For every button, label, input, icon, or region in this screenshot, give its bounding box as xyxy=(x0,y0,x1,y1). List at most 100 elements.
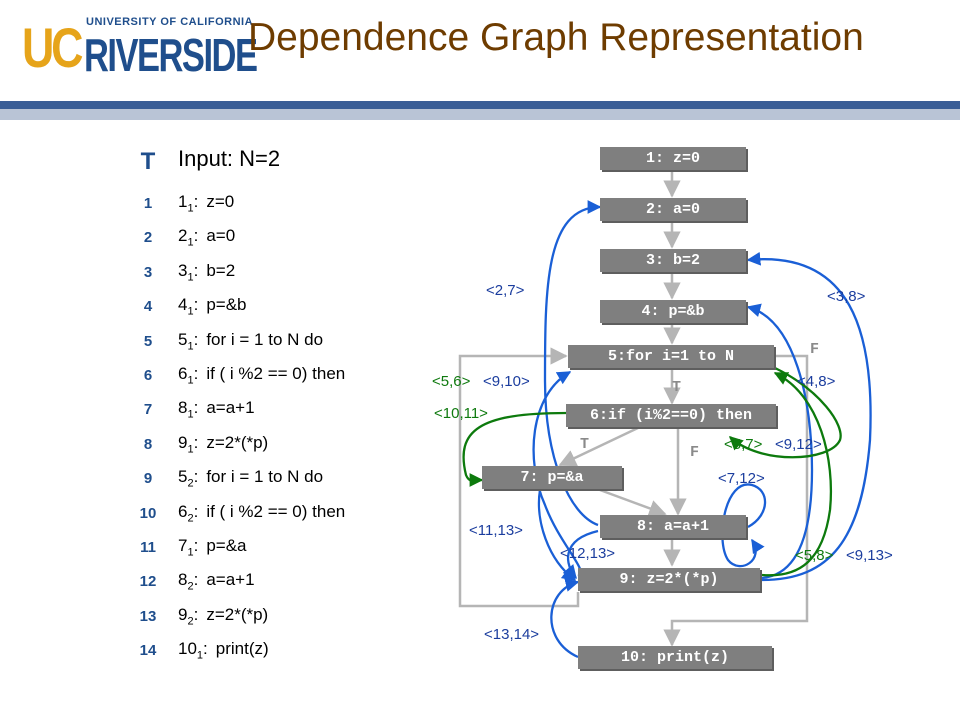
edge-label: <11,13> xyxy=(469,522,523,539)
control-dep-edge-5-8 xyxy=(761,371,833,577)
statement-code: a=0 xyxy=(206,226,236,246)
edge-label: <12,13> xyxy=(560,545,616,562)
edge-label: <2,7> xyxy=(486,282,525,299)
statement-number: 10 xyxy=(178,639,197,659)
trace-step: 91:z=2*(*p) xyxy=(178,432,269,456)
statement-number: 8 xyxy=(178,570,188,590)
branch-label-true-6-7: T xyxy=(580,436,590,453)
graph-node-4: 4: p=&b xyxy=(600,300,746,323)
control-edge-5-10-false xyxy=(663,354,809,647)
instance-subscript: 2 xyxy=(187,615,194,628)
statement-number: 8 xyxy=(178,398,188,418)
trace-step: 21:a=0 xyxy=(178,226,236,249)
time-step-number: 12 xyxy=(139,573,157,591)
statement-code: a=a+1 xyxy=(206,398,255,418)
statement-code: z=2*(*p) xyxy=(206,432,269,452)
statement-code: for i = 1 to N do xyxy=(206,329,324,349)
trace-step: 11:z=0 xyxy=(178,192,235,215)
trace-step: 31:b=2 xyxy=(178,260,236,284)
instance-subscript: 1 xyxy=(187,236,194,249)
time-step-number: 2 xyxy=(143,229,153,247)
trace-step: 101:print(z) xyxy=(178,639,269,662)
data-edge-3-9 xyxy=(746,251,872,582)
edge-label: <9,12> xyxy=(775,436,822,453)
data-edge-9-10 xyxy=(550,578,580,659)
statement-number: 9 xyxy=(178,432,188,452)
statement-code: print(z) xyxy=(215,639,269,659)
trace-step: 82:a=a+1 xyxy=(178,570,255,593)
instance-subscript: 1 xyxy=(187,546,194,559)
time-step-number: 5 xyxy=(143,332,153,350)
graph-node-9: 9: z=2*(*p) xyxy=(578,568,760,591)
edge-label: <5,6> xyxy=(432,373,471,390)
time-step-number: 10 xyxy=(139,504,157,522)
data-edge-9-6-loop xyxy=(532,371,582,578)
instance-subscript: 2 xyxy=(187,511,194,524)
trace-step: 92:z=2*(*p) xyxy=(178,604,269,628)
graph-node-2: 2: a=0 xyxy=(600,198,746,221)
trace-step: 41:p=&b xyxy=(178,295,247,318)
control-edge-6-7 xyxy=(558,425,641,467)
statement-code: if ( i %2 == 0) then xyxy=(206,501,346,521)
branch-label-false-5: F xyxy=(810,341,820,358)
control-dep-edge-6-7 xyxy=(462,411,567,487)
instance-subscript: 2 xyxy=(187,580,194,593)
logo-university-text: UNIVERSITY OF CALIFORNIA xyxy=(86,16,254,28)
statement-code: if ( i %2 == 0) then xyxy=(206,364,346,383)
edge-label: <4,8> xyxy=(797,373,836,390)
logo-riverside: RIVERSIDE xyxy=(84,29,258,81)
instance-subscript: 1 xyxy=(187,271,194,284)
statement-number: 9 xyxy=(178,604,188,624)
time-step-number: 13 xyxy=(139,607,157,625)
control-edge-9-5-loop xyxy=(458,347,580,608)
graph-node-6: 6:if (i%2==0) then xyxy=(566,404,776,427)
trace-step: 81:a=a+1 xyxy=(178,398,255,421)
time-step-number: 7 xyxy=(143,401,153,419)
statement-number: 3 xyxy=(178,260,188,280)
statement-code: z=2*(*p) xyxy=(206,604,269,624)
header-band xyxy=(0,101,960,109)
time-step-number: 6 xyxy=(143,367,153,384)
instance-subscript: 1 xyxy=(187,374,194,387)
statement-code: z=0 xyxy=(206,192,235,211)
time-column-header: T xyxy=(140,148,156,175)
instance-subscript: 1 xyxy=(187,305,194,318)
statement-number: 5 xyxy=(178,329,188,349)
statement-code: b=2 xyxy=(206,260,236,280)
statement-number: 6 xyxy=(178,501,188,521)
instance-subscript: 1 xyxy=(187,443,194,456)
statement-number: 6 xyxy=(178,364,188,383)
branch-label-true-5-6: T xyxy=(672,379,682,396)
instance-subscript: 1 xyxy=(187,339,194,352)
statement-code: p=&a xyxy=(206,536,247,555)
graph-node-7: 7: p=&a xyxy=(482,466,622,489)
trace-step: 51:for i = 1 to N do xyxy=(178,329,324,352)
edge-label: <3,8> xyxy=(827,288,866,305)
input-line: Input: N=2 xyxy=(178,146,281,171)
statement-number: 2 xyxy=(178,226,188,246)
graph-node-10: 10: print(z) xyxy=(578,646,772,669)
time-step-number: 14 xyxy=(139,642,157,660)
control-edge-7-8 xyxy=(599,488,667,517)
data-edge-8-9 xyxy=(562,529,599,580)
time-step-number: 8 xyxy=(143,435,153,453)
graph-node-8: 8: a=a+1 xyxy=(600,515,746,538)
logo-uc: UC xyxy=(22,16,84,79)
statement-number: 4 xyxy=(178,295,188,315)
edge-label: <7,12> xyxy=(718,470,765,487)
data-edge-8-8-self xyxy=(721,483,767,568)
slide-title: Dependence Graph Representation xyxy=(248,16,864,59)
trace-step: 52:for i = 1 to N do xyxy=(178,467,324,490)
edge-label: <5,8> xyxy=(795,547,834,564)
branch-label-false-6: F xyxy=(690,444,700,461)
statement-code: a=a+1 xyxy=(206,570,255,590)
time-step-number: 9 xyxy=(143,470,153,488)
trace-step: 71:p=&a xyxy=(178,536,247,559)
statement-code: for i = 1 to N do xyxy=(206,467,324,487)
statement-number: 1 xyxy=(178,192,188,211)
graph-node-3: 3: b=2 xyxy=(600,249,746,272)
instance-subscript: 1 xyxy=(196,649,204,662)
data-edge-4-9 xyxy=(746,303,814,580)
time-step-number: 3 xyxy=(143,263,153,281)
